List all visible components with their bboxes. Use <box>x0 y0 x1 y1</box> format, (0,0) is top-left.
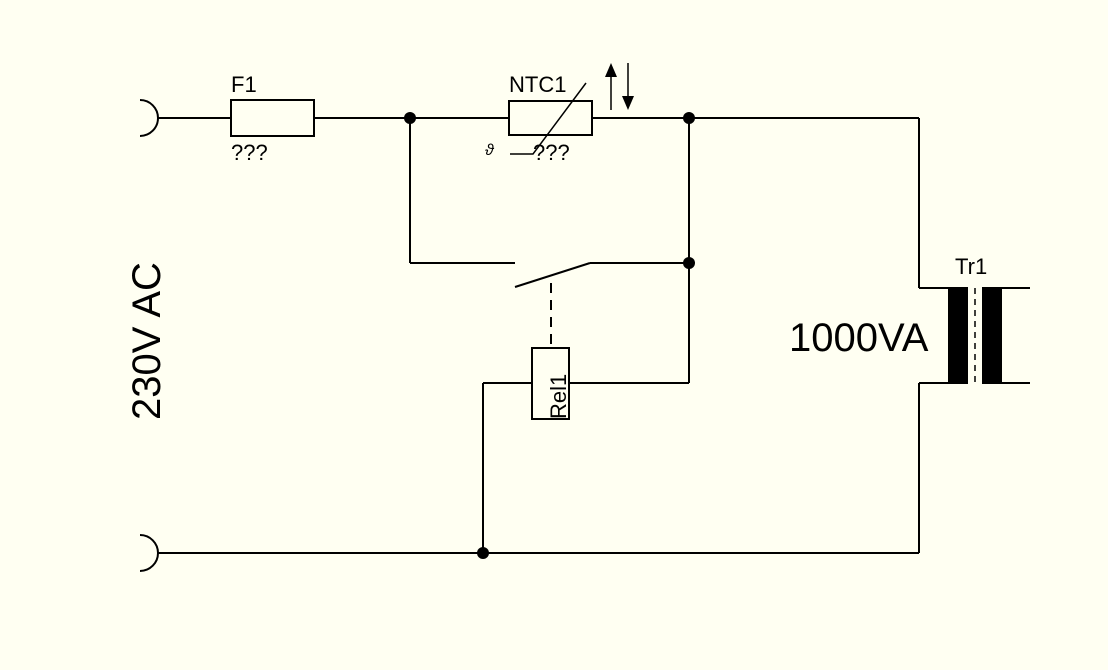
bottom-input-terminal <box>139 534 159 572</box>
supply-label: 230V AC <box>125 262 169 420</box>
junction-dot <box>683 257 695 269</box>
transformer-rating: 1000VA <box>789 316 929 360</box>
transformer-designator: Tr1 <box>955 254 987 279</box>
theta-symbol: ϑ <box>485 142 495 159</box>
transformer-secondary-winding <box>982 287 1002 384</box>
transformer-primary-winding <box>948 287 968 384</box>
junction-dot <box>683 112 695 124</box>
relay-coil: Rel1 <box>531 347 571 420</box>
fuse-value: ??? <box>231 140 268 165</box>
fuse-body <box>230 99 315 137</box>
fuse-f1: F1 ??? <box>230 72 315 165</box>
ntc-designator: NTC1 <box>509 72 566 97</box>
ntc-diagonal-line <box>510 82 587 155</box>
relay-designator: Rel1 <box>546 374 571 419</box>
fuse-designator: F1 <box>231 72 257 97</box>
ntc-thermistor: NTC1 ??? ϑ <box>485 63 634 165</box>
top-input-terminal <box>139 99 159 137</box>
up-arrow-icon <box>605 63 617 110</box>
junction-dot <box>477 547 489 559</box>
down-arrow-icon <box>622 63 634 110</box>
relay-contact-blade <box>514 262 591 288</box>
ntc-value: ??? <box>533 140 570 165</box>
transformer-tr1: Tr1 1000VA <box>789 254 1030 384</box>
junction-dot <box>404 112 416 124</box>
